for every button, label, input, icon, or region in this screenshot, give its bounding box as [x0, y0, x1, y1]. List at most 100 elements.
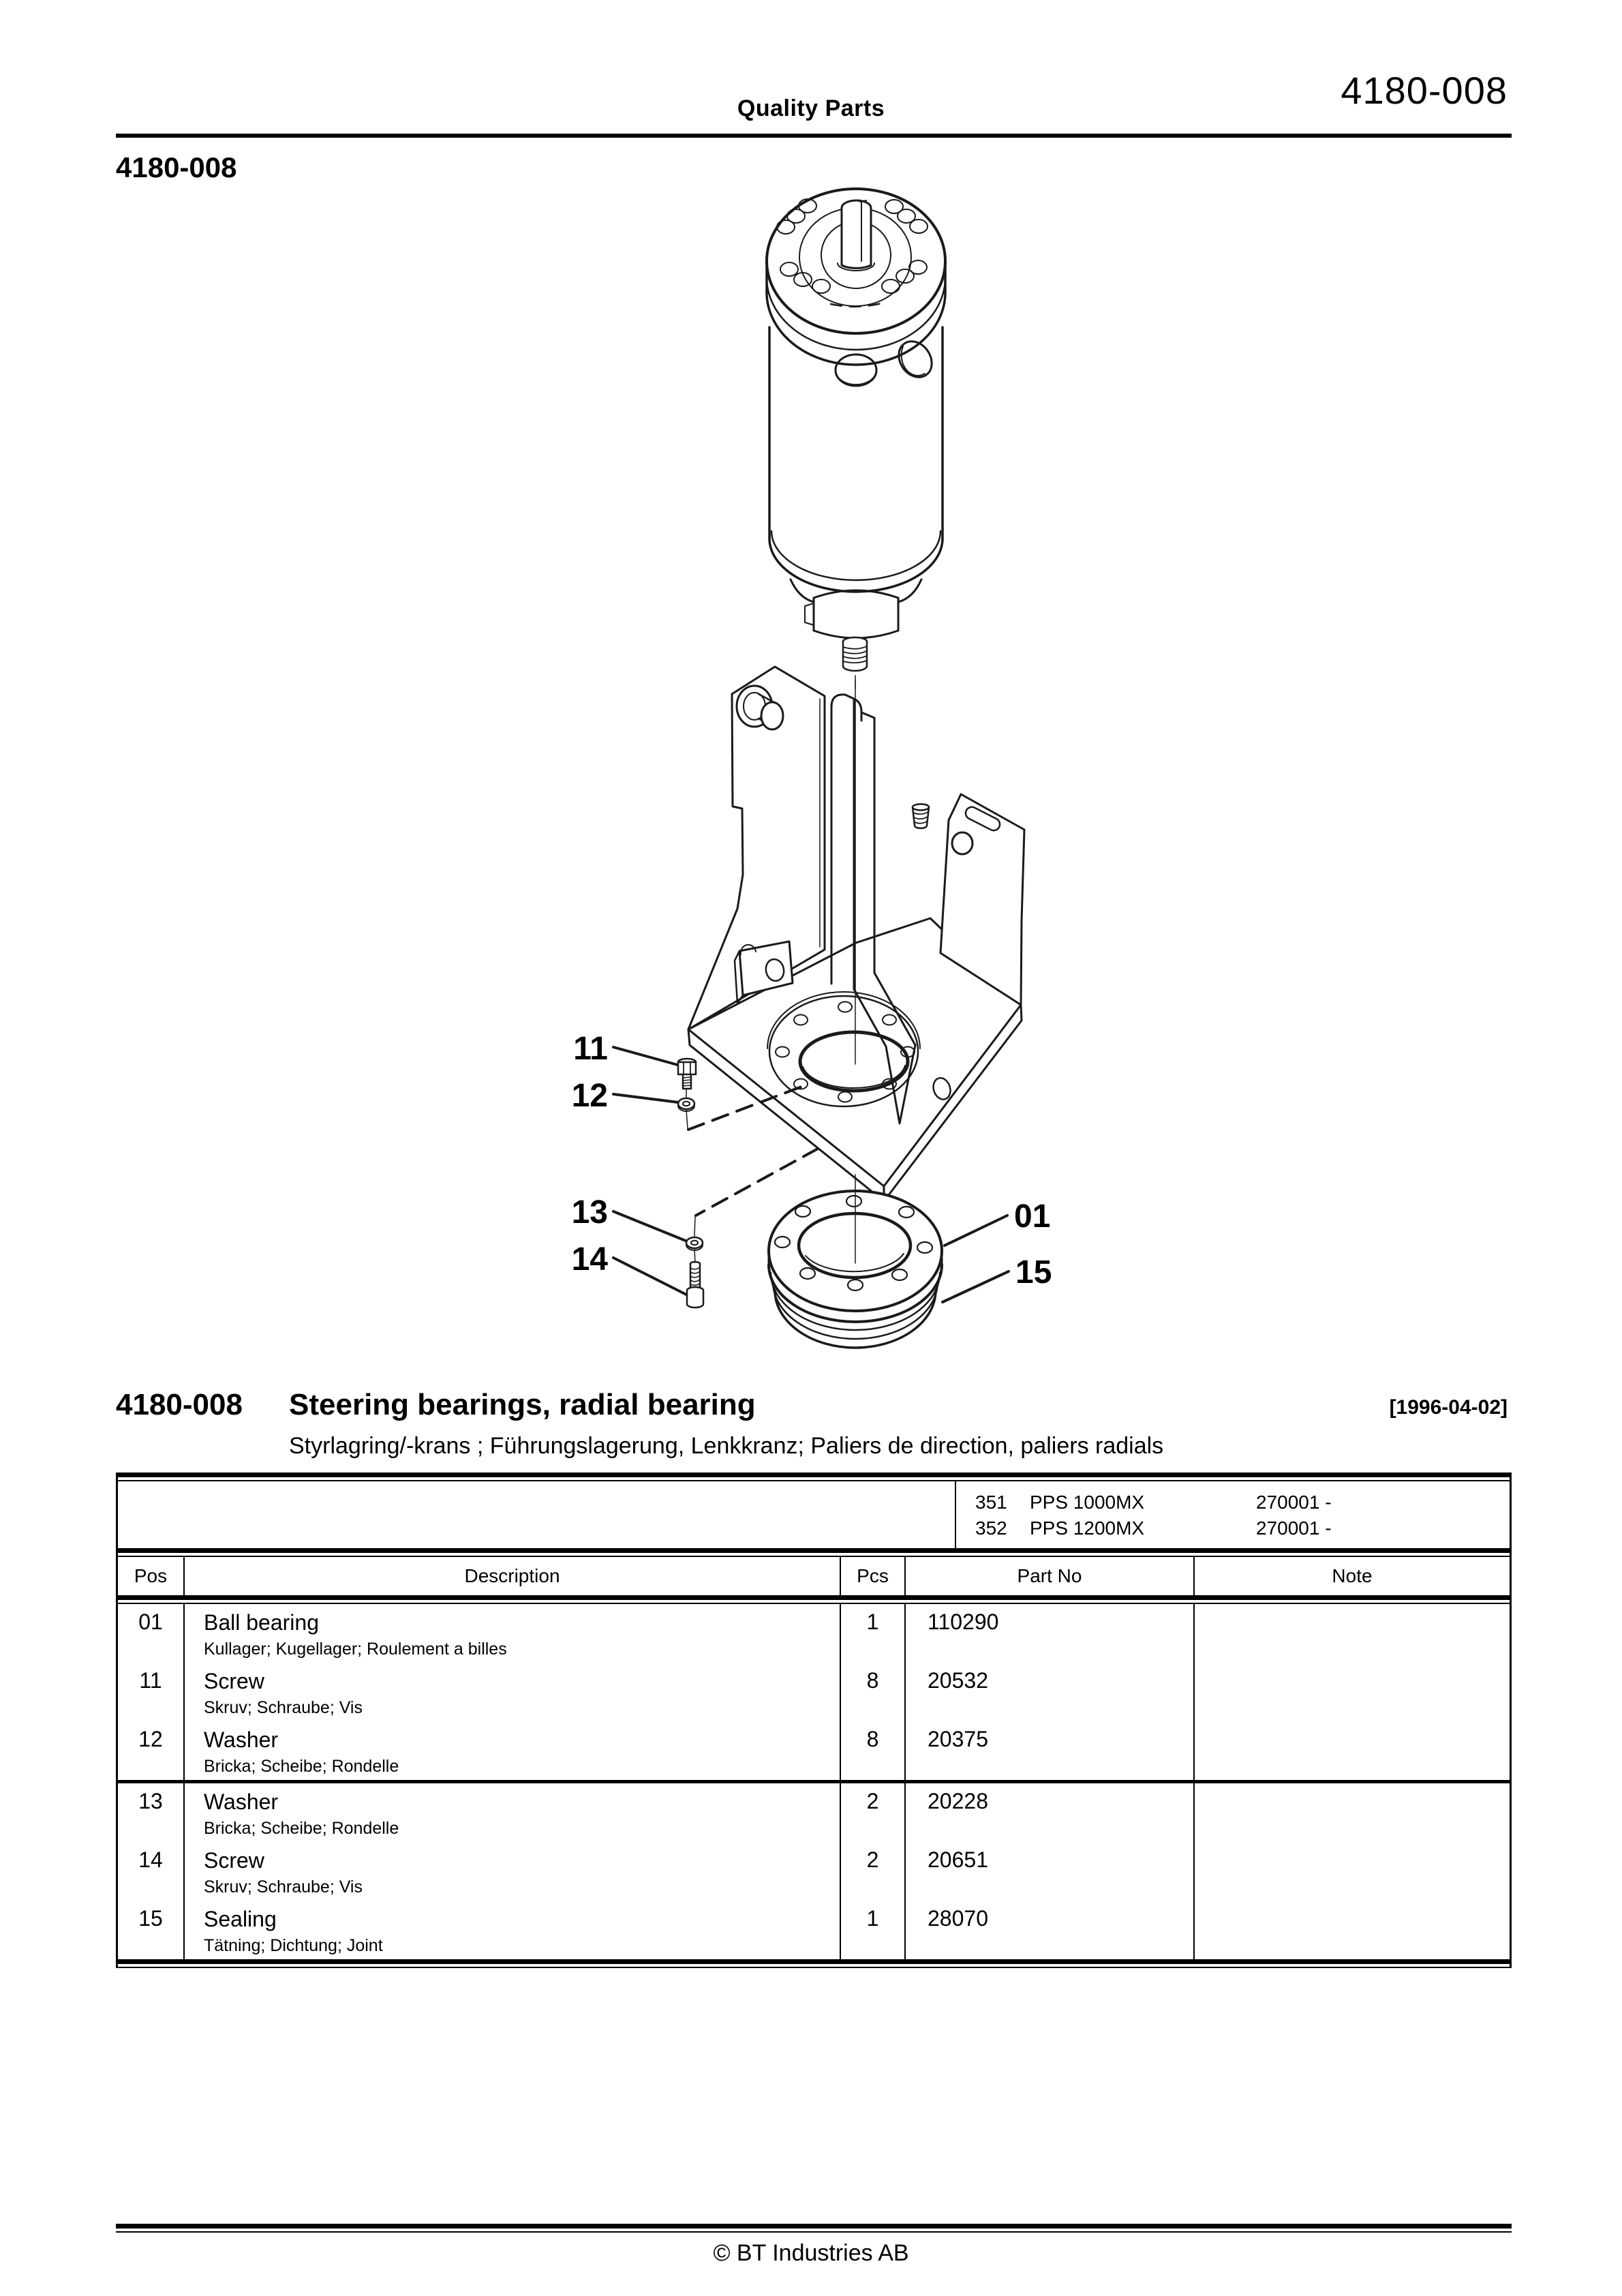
callout-leaders	[612, 1046, 1010, 1303]
column-header-part-no: Part No	[906, 1557, 1195, 1595]
cell-description: Screw Skruv; Schraube; Vis	[185, 1842, 841, 1901]
cell-note	[1195, 1604, 1510, 1663]
description-alt: Skruv; Schraube; Vis	[204, 1877, 363, 1897]
section-number: 4180-008	[116, 1388, 243, 1421]
base-bolt-holes	[775, 1001, 915, 1103]
callout-12: 12	[572, 1078, 608, 1114]
model-serial: 270001 -	[1256, 1492, 1332, 1513]
cell-note	[1195, 1783, 1510, 1842]
pivot-pin	[735, 684, 784, 731]
description-main: Ball bearing	[204, 1610, 319, 1635]
model-code: 351	[975, 1492, 1007, 1513]
table-row: 01 Ball bearing Kullager; Kugellager; Ro…	[118, 1604, 1510, 1663]
assembly-dashed-line-upper	[687, 1083, 808, 1131]
table-row: 15 Sealing Tätning; Dichtung; Joint 1 28…	[118, 1901, 1510, 1959]
description-main: Screw	[204, 1848, 264, 1873]
bracket-stud	[911, 803, 930, 830]
callout-15: 15	[1015, 1254, 1052, 1290]
column-header-note: Note	[1332, 1565, 1373, 1586]
description-main: Washer	[204, 1789, 279, 1814]
cell-pos: 15	[118, 1901, 185, 1959]
callout-01: 01	[1014, 1198, 1050, 1235]
description-main: Washer	[204, 1727, 279, 1752]
flange-bolt-holes	[776, 198, 928, 294]
cell-note	[1195, 1842, 1510, 1901]
cell-pcs: 1	[841, 1901, 906, 1959]
description-alt: Skruv; Schraube; Vis	[204, 1698, 363, 1717]
cell-pos: 12	[118, 1721, 185, 1780]
cell-description: Washer Bricka; Scheibe; Rondelle	[185, 1783, 841, 1842]
description-main: Sealing	[204, 1907, 277, 1931]
cell-part-no: 20532	[906, 1663, 1195, 1721]
parts-table: 351 PPS 1000MX 270001 - 352 PPS 1200MX 2…	[116, 1472, 1512, 1968]
table-row: 14 Screw Skruv; Schraube; Vis 2 20651	[118, 1842, 1510, 1901]
cell-part-no: 20651	[906, 1842, 1195, 1901]
section-date: [1996-04-02]	[1389, 1396, 1508, 1419]
cell-description: Washer Bricka; Scheibe; Rondelle	[185, 1721, 841, 1780]
header-bottom-rule	[118, 1595, 1510, 1604]
cell-pos: 13	[118, 1783, 185, 1842]
table-bottom-rule	[118, 1959, 1510, 1968]
description-alt: Kullager; Kugellager; Roulement a billes	[204, 1640, 507, 1659]
group-divider-rule	[118, 1780, 1510, 1783]
technical-drawing: 11 12 13 14 01 15	[572, 187, 1052, 1349]
table-row: 11 Screw Skruv; Schraube; Vis 8 20532	[118, 1663, 1510, 1721]
cell-note	[1195, 1663, 1510, 1721]
cell-pcs: 8	[841, 1721, 906, 1780]
model-name: PPS 1000MX	[1030, 1492, 1145, 1513]
page-title: Quality Parts	[737, 95, 885, 121]
description-alt: Tätning; Dichtung; Joint	[204, 1936, 383, 1955]
washer-13	[685, 1236, 704, 1251]
cell-pcs: 1	[841, 1604, 906, 1663]
description-alt: Bricka; Scheibe; Rondelle	[204, 1819, 399, 1838]
cell-pcs: 8	[841, 1663, 906, 1721]
bracket	[687, 665, 1026, 1203]
assembly-dashed-line-lower	[694, 1147, 819, 1217]
column-header-pos: Pos	[118, 1557, 185, 1595]
screw-14	[686, 1260, 705, 1309]
column-header-description: Description	[185, 1557, 841, 1595]
cell-description: Ball bearing Kullager; Kugellager; Roule…	[185, 1604, 841, 1663]
model-name: PPS 1200MX	[1030, 1517, 1145, 1539]
cell-pcs: 2	[841, 1783, 906, 1842]
cell-part-no: 20228	[906, 1783, 1195, 1842]
model-box: 351 PPS 1000MX 270001 - 352 PPS 1200MX 2…	[118, 1481, 1510, 1548]
screw-11	[677, 1057, 697, 1090]
doc-number: 4180-008	[1341, 69, 1508, 112]
footer-rule	[116, 2224, 1512, 2233]
table-header-row: Pos Description Pcs Part No Note	[118, 1557, 1510, 1595]
cylinder-unit	[765, 187, 947, 689]
table-row: 12 Washer Bricka; Scheibe; Rondelle 8 20…	[118, 1721, 1510, 1780]
cell-part-no: 110290	[906, 1604, 1195, 1663]
model-box-empty-cell	[118, 1481, 956, 1548]
cell-note	[1195, 1901, 1510, 1959]
callout-11: 11	[573, 1031, 608, 1067]
cell-pos: 01	[118, 1604, 185, 1663]
callout-13: 13	[572, 1194, 608, 1230]
cell-part-no: 20375	[906, 1721, 1195, 1780]
model-code: 352	[975, 1517, 1007, 1539]
footer-copyright: © BT Industries AB	[713, 2240, 909, 2266]
cell-description: Sealing Tätning; Dichtung; Joint	[185, 1901, 841, 1959]
cell-pos: 11	[118, 1663, 185, 1721]
description-main: Screw	[204, 1669, 264, 1693]
section-subtitle: Styrlagring/-krans ; Führungslagerung, L…	[289, 1433, 1164, 1459]
cell-note	[1195, 1721, 1510, 1780]
table-top-rule	[118, 1472, 1510, 1481]
washer-12	[677, 1097, 696, 1112]
model-bottom-rule	[118, 1548, 1510, 1557]
cell-part-no: 28070	[906, 1901, 1195, 1959]
model-row: 352 PPS 1200MX 270001 -	[975, 1515, 1510, 1541]
cell-pcs: 2	[841, 1842, 906, 1901]
model-row: 351 PPS 1000MX 270001 -	[975, 1490, 1510, 1515]
model-serial: 270001 -	[1256, 1517, 1332, 1539]
cell-pos: 14	[118, 1842, 185, 1901]
section-title: Steering bearings, radial bearing	[289, 1388, 756, 1421]
column-header-pcs: Pcs	[841, 1557, 906, 1595]
description-alt: Bricka; Scheibe; Rondelle	[204, 1757, 399, 1776]
header-rule	[116, 134, 1512, 138]
callout-14: 14	[572, 1241, 609, 1278]
table-row: 13 Washer Bricka; Scheibe; Rondelle 2 20…	[118, 1783, 1510, 1842]
page-number: 4180-008	[116, 151, 237, 183]
sealing-ring	[769, 1271, 941, 1349]
